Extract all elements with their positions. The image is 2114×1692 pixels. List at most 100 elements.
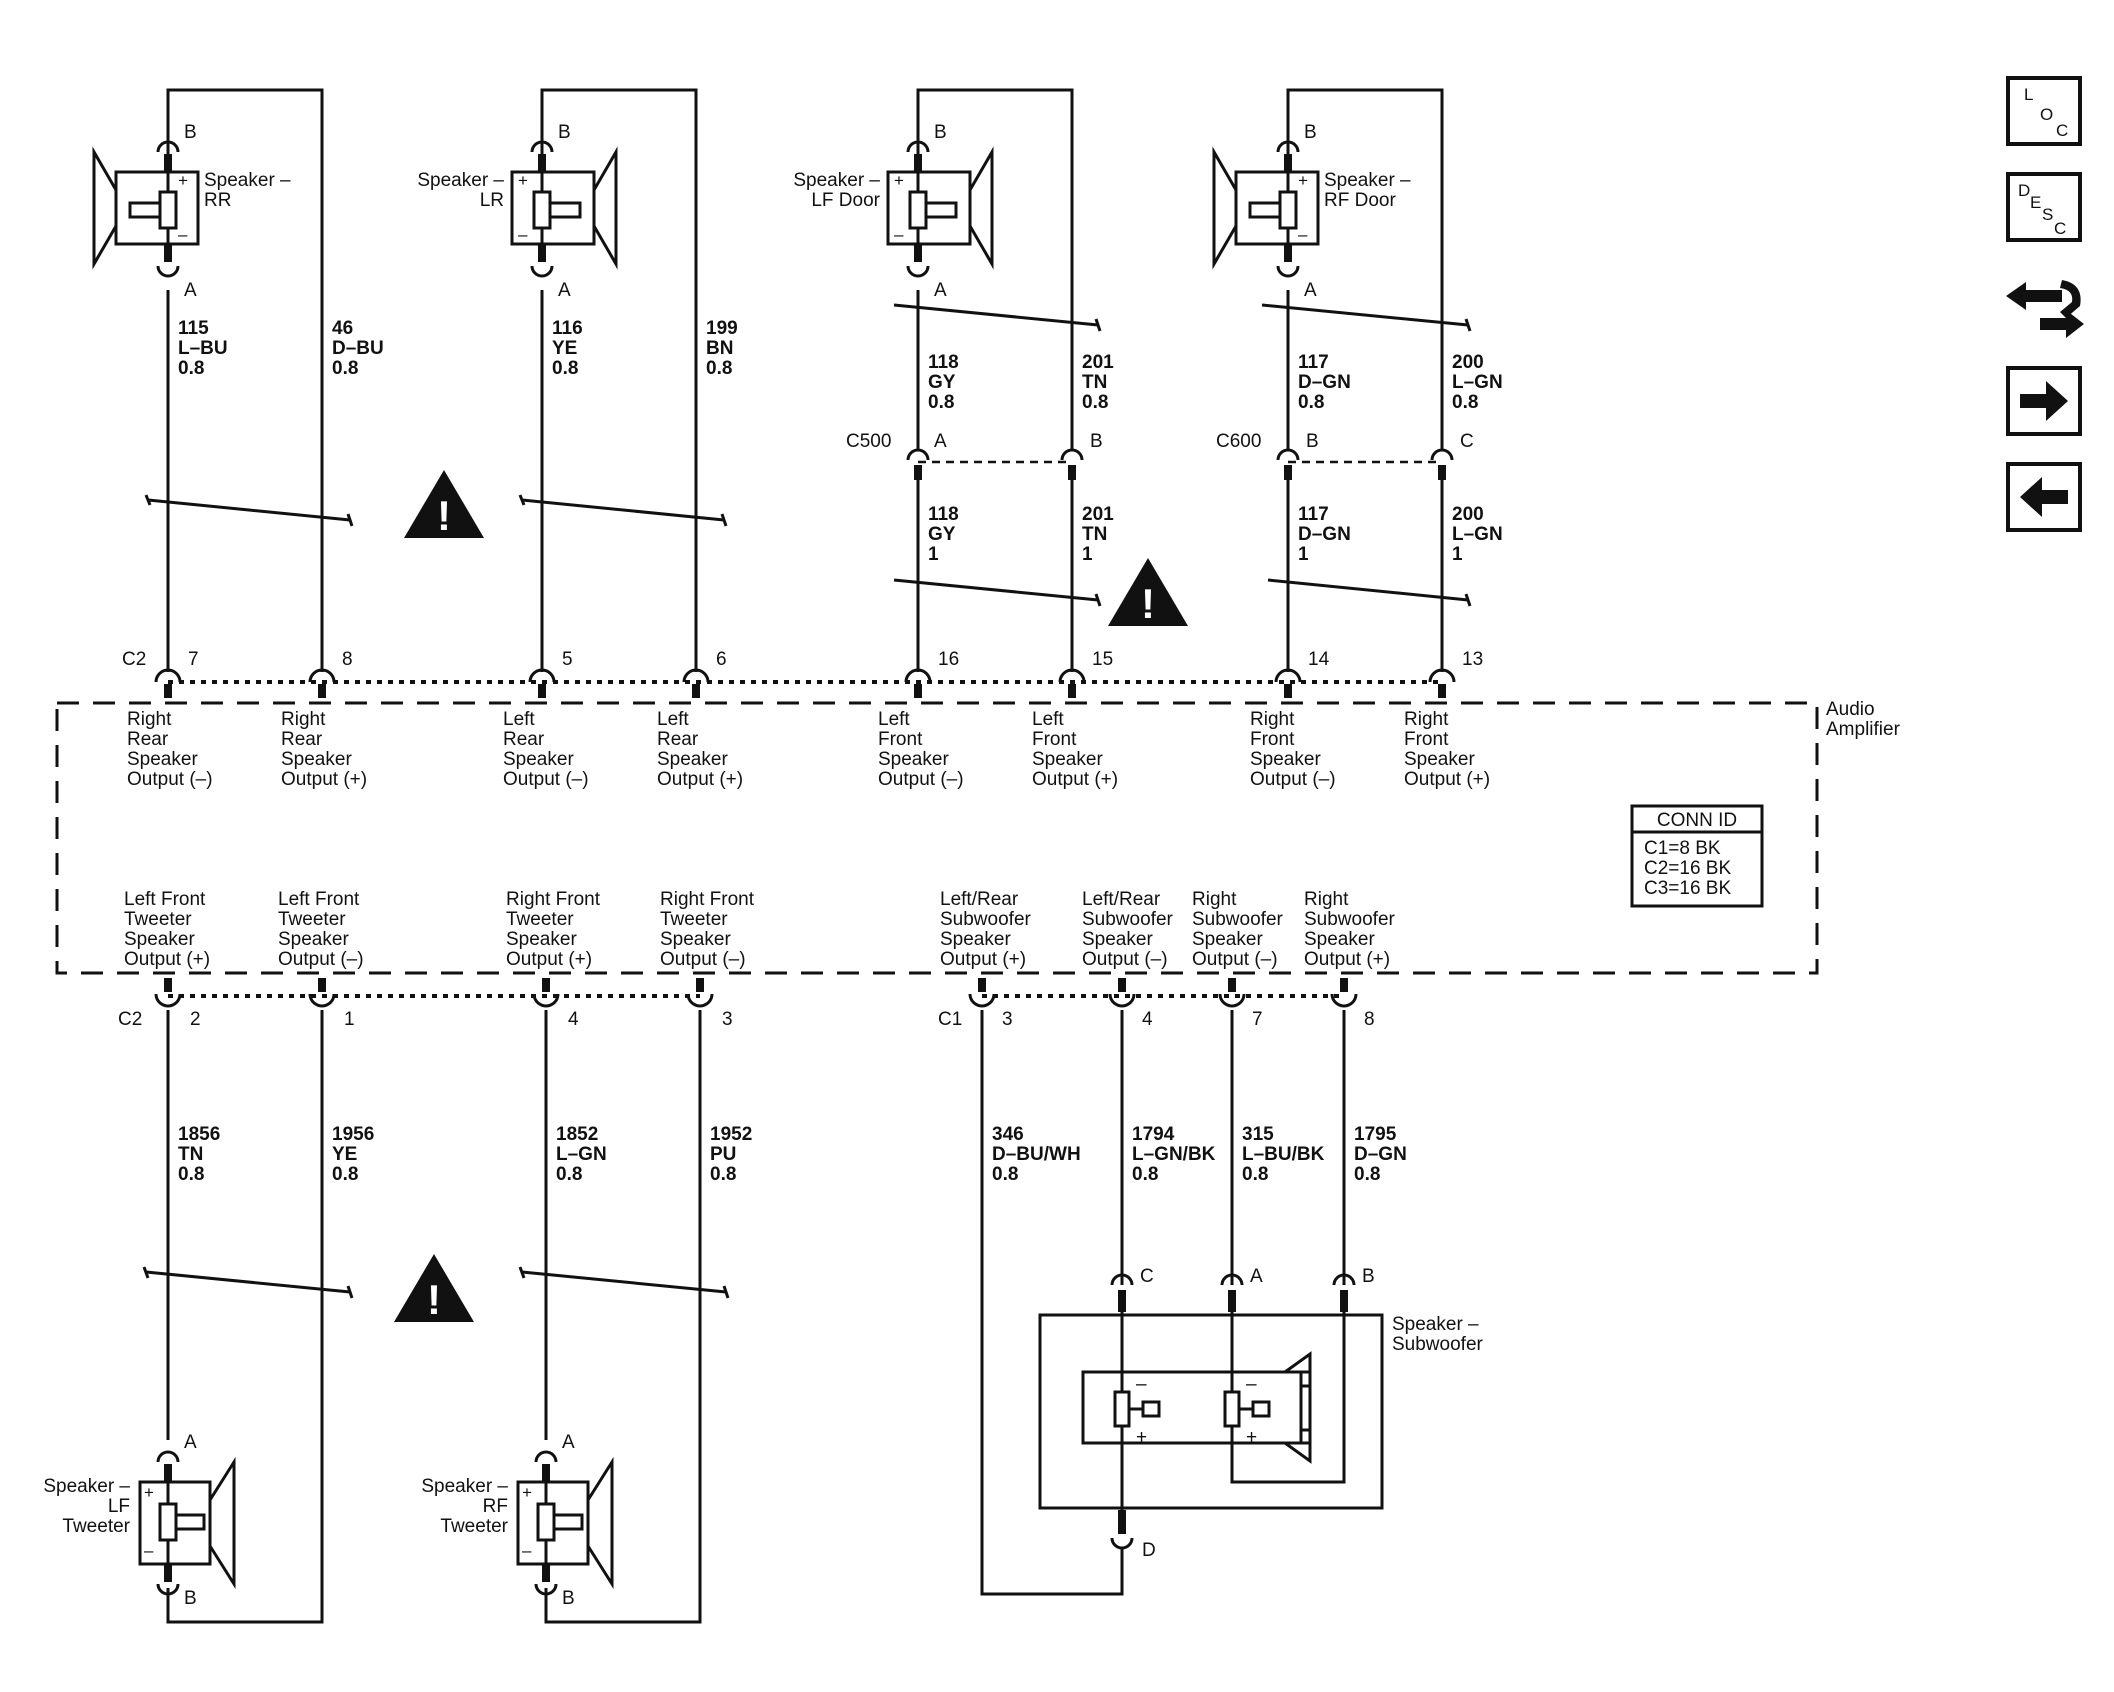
amp-output-line: Left [503,709,535,730]
speaker-label-1: Speaker – [421,1476,508,1497]
subwoofer-pin-d: D [1142,1540,1156,1561]
amp-top-pin: 13 [1462,649,1483,670]
wire-gauge: 0.8 [332,1164,358,1185]
svg-text:–: – [518,225,528,244]
amp-output-line: Subwoofer [1304,909,1396,930]
svg-text:+: + [178,171,188,190]
amp-output-line: Output (+) [1032,769,1118,790]
amp-output-line: Left Front [278,889,360,910]
wire-gauge: 1 [1452,544,1463,565]
amp-top-pin: 5 [562,649,573,670]
subwoofer-minus-1: – [1136,1374,1147,1395]
amp-output-line: Subwoofer [940,909,1032,930]
warning-icon-2: ! [1108,558,1188,627]
wire-circuit: 1856 [178,1124,220,1145]
next-arrow-button[interactable] [2006,366,2082,436]
connector-c600-name: C600 [1216,431,1261,452]
subwoofer-plus-1: + [1136,1427,1147,1448]
desc-letter-c: C [2054,219,2066,238]
amp-output-line: Output (+) [1304,949,1390,970]
wire-circuit: 115 [178,318,209,339]
subwoofer-speaker: – + – + C A B D Speaker – Subwoofer [1038,1266,1484,1561]
wire-color: TN [1082,524,1107,545]
description-button[interactable]: D E S C [2006,172,2082,242]
svg-text:!: ! [437,492,451,539]
loc-letter-c: C [2056,121,2068,140]
desc-letter-d: D [2018,181,2030,200]
svg-text:+: + [1298,171,1308,190]
wire-circuit: 346 [992,1124,1024,1145]
svg-text:–: – [144,1541,154,1560]
amp-output-line: Front [1404,729,1449,750]
svg-text:!: ! [1141,580,1155,627]
wire-gauge: 0.8 [178,1164,204,1185]
amp-output-line: Speaker [503,749,574,770]
amp-top-pin: 15 [1092,649,1113,670]
amp-output-line: Output (–) [1250,769,1336,790]
wire-gauge: 0.8 [556,1164,582,1185]
wire-circuit: 200 [1452,504,1484,525]
conn-id-box: CONN ID C1=8 BK C2=16 BK C3=16 BK [1630,804,1764,908]
wires-top [144,88,1472,672]
svg-text:+: + [894,171,904,190]
wire-color: BN [706,338,733,359]
amp-output-line: Subwoofer [1192,909,1284,930]
speaker-label-1: Speaker – [793,170,880,191]
subwoofer-plus-2: + [1246,1427,1257,1448]
wire-gauge: 0.8 [178,358,204,379]
amp-top-pin: 6 [716,649,727,670]
wrench-arrows-icon[interactable] [2006,280,2084,338]
svg-text:+: + [518,171,528,190]
speaker-pin-top: B [184,122,197,143]
wire-circuit: 117 [1298,352,1329,373]
subwoofer-minus-2: – [1246,1374,1257,1395]
desc-letter-e: E [2030,193,2041,212]
conn-id-title: CONN ID [1657,810,1737,831]
wire-color: D–BU [332,338,384,359]
amp-output-line: Right Front [660,889,755,910]
speaker-label-1: Speaker – [1324,170,1411,191]
amp-output-line: Right [1250,709,1295,730]
amplifier-name-2: Amplifier [1826,719,1901,740]
connector-c500-name: C500 [846,431,891,452]
loc-letter-o: O [2040,105,2053,124]
amp-output-line: Rear [281,729,323,750]
wire-color: L–GN/BK [1132,1144,1216,1165]
amp-output-line: Output (–) [127,769,213,790]
wire-color: L–GN [556,1144,607,1165]
wire-color: PU [710,1144,736,1165]
wire-circuit: 1952 [710,1124,752,1145]
wire-circuit: 200 [1452,352,1484,373]
amp-bottom-right-pin: 8 [1364,1009,1375,1030]
amp-bottom-right-pin: 4 [1142,1009,1153,1030]
wire-color: GY [928,524,956,545]
svg-text:–: – [1298,225,1308,244]
amp-bottom-left-pin: 1 [344,1009,355,1030]
conn-id-line-2: C2=16 BK [1644,858,1731,879]
amp-output-line: Speaker [1404,749,1475,770]
wire-circuit: 118 [928,504,959,525]
wire-gauge: 0.8 [1354,1164,1380,1185]
amp-top-pin: 14 [1308,649,1330,670]
amp-output-line: Speaker [657,749,728,770]
location-button[interactable]: L O C [2006,76,2082,146]
wire-gauge: 1 [928,544,939,565]
previous-arrow-button[interactable] [2006,462,2082,532]
